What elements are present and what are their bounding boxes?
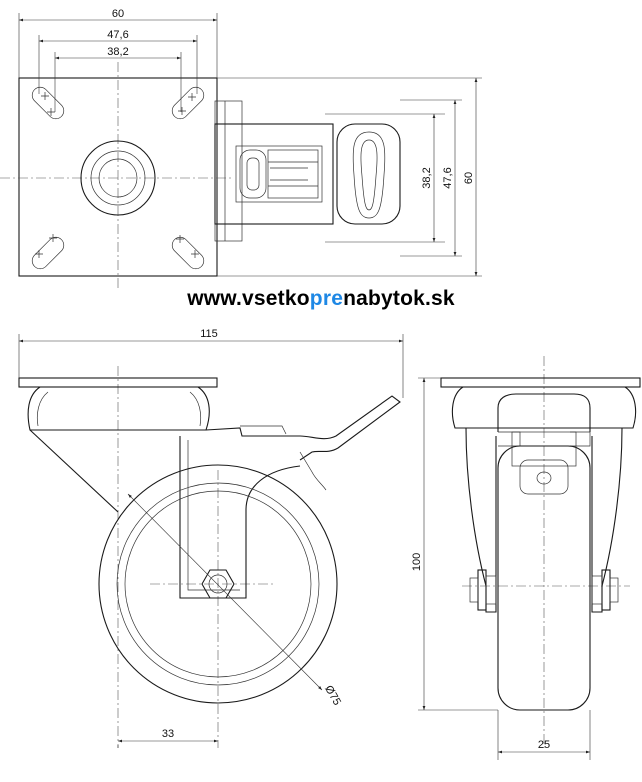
- slot-hole-top-left: [31, 86, 65, 120]
- brake-lever-plan: [214, 100, 401, 242]
- dim-100: 100: [411, 377, 498, 711]
- dim-text: 60: [463, 172, 475, 184]
- front-view: 100 25: [411, 356, 641, 760]
- dim-38-2-right: 38,2: [325, 113, 445, 243]
- dim-text: 38,2: [421, 167, 433, 188]
- website-prefix: www.vsetko: [187, 287, 310, 310]
- website-highlight: pre: [309, 287, 344, 310]
- dim-text: 25: [538, 739, 550, 751]
- slot-hole-top-right: [171, 86, 205, 120]
- wheel: [98, 464, 338, 704]
- side-view: 115 33 Ø75: [18, 328, 404, 748]
- dim-47-6-right: 47,6: [400, 99, 462, 257]
- dim-text: 47,6: [107, 29, 128, 41]
- top-view: 60 47,6 38,2 38,2 47,6: [0, 8, 482, 290]
- slot-hole-bottom-right: [171, 235, 205, 270]
- dim-47-6-top: 47,6: [38, 29, 198, 94]
- slot-hole-bottom-left: [31, 234, 65, 270]
- dim-text: 47,6: [442, 167, 454, 188]
- wheel-front: [497, 445, 591, 711]
- dim-text: 100: [411, 553, 423, 571]
- dim-25: 25: [497, 710, 591, 760]
- mounting-plate: [18, 77, 218, 277]
- dim-text: Ø75: [322, 683, 343, 707]
- dim-115: 115: [18, 328, 404, 398]
- website-url: www.vsetkoprenabytok.sk: [0, 287, 642, 311]
- dim-text: 60: [112, 8, 124, 20]
- dim-text: 38,2: [107, 46, 128, 58]
- dim-60-right: 60: [217, 77, 482, 277]
- dim-33: 33: [117, 728, 218, 748]
- dim-38-2-top: 38,2: [54, 46, 182, 112]
- dim-text: 33: [162, 728, 174, 740]
- dim-60-top: 60: [18, 8, 218, 78]
- dim-text: 115: [200, 328, 218, 340]
- website-suffix: nabytok.sk: [343, 287, 455, 310]
